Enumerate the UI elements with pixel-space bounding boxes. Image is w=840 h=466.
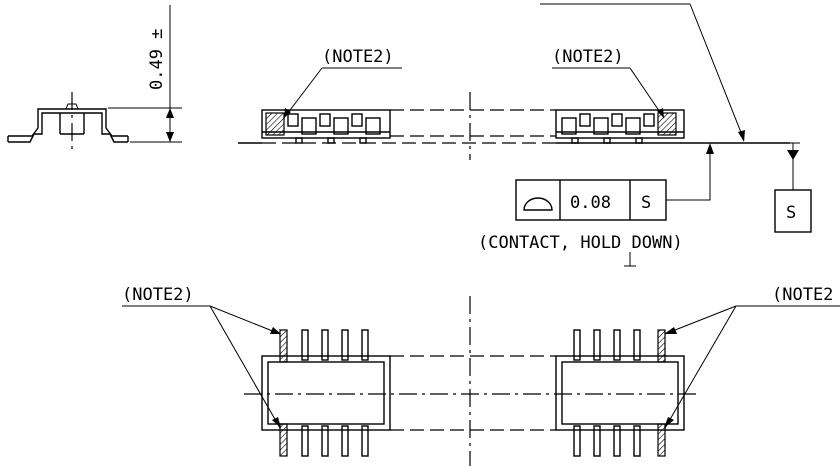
datum-s-symbol: S xyxy=(774,142,812,233)
bottom-right-connector xyxy=(555,329,685,457)
tolerance-value: 0.08 xyxy=(570,193,611,213)
note-label: (NOTE2) xyxy=(552,47,624,67)
front-right-connector xyxy=(555,109,685,144)
front-view xyxy=(238,92,790,160)
note-label: (NOTE2) xyxy=(322,47,394,67)
tolerance-datum: S xyxy=(641,193,651,213)
note-top-right: (NOTE2) xyxy=(552,47,665,119)
bottom-view xyxy=(244,296,700,466)
feature-control-frame: 0.08 S xyxy=(515,143,714,221)
note-top-left: (NOTE2) xyxy=(283,47,402,119)
note-bottom-left: (NOTE2) xyxy=(122,285,281,429)
bottom-left-connector xyxy=(261,329,391,457)
profile-of-surface-icon xyxy=(523,197,553,211)
frame-caption: (CONTACT, HOLD DOWN) xyxy=(478,233,683,253)
note-bottom-right: (NOTE2 xyxy=(664,285,840,429)
note-label: (NOTE2) xyxy=(122,285,194,305)
height-dimension: 0.49 ± xyxy=(108,5,182,143)
flatness-leader xyxy=(540,3,745,142)
dimension-value: 0.49 ± xyxy=(147,29,167,90)
datum-box-label: S xyxy=(786,203,796,223)
front-left-connector xyxy=(261,109,391,144)
note-label: (NOTE2 xyxy=(772,285,833,305)
side-view-connector xyxy=(7,92,129,152)
